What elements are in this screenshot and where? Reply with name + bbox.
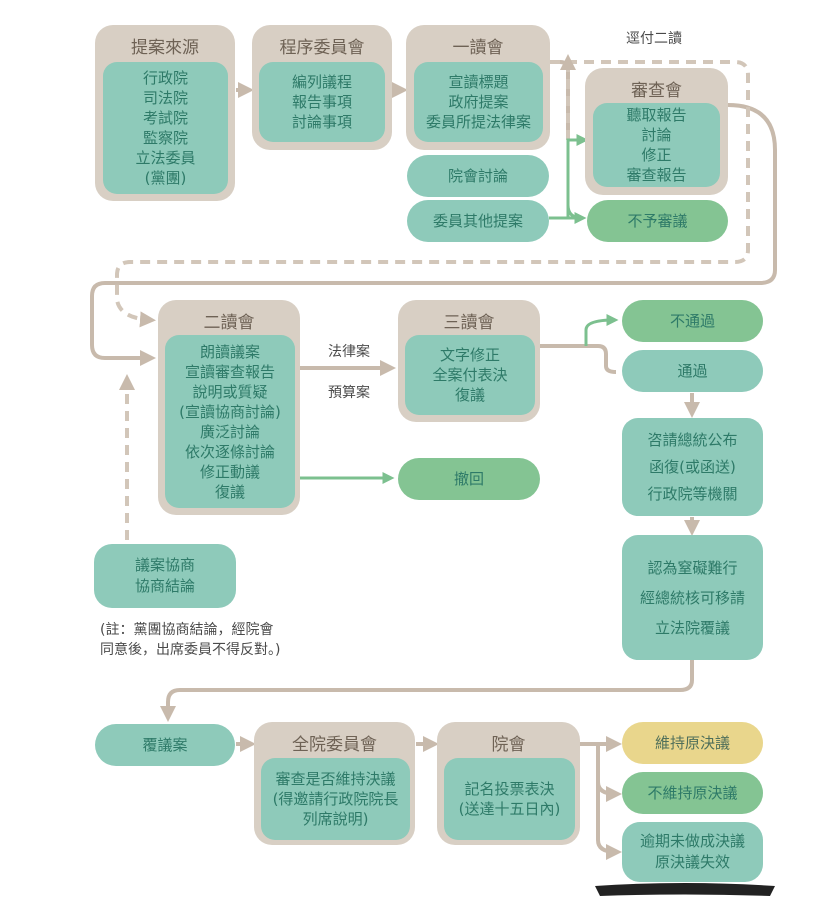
first-reading-box: 一讀會 宣讀標題政府提案委員所提法律案	[406, 25, 550, 150]
expired-box: 逾期未做成決議原決議失效	[622, 822, 763, 882]
note-line: (註：黨團協商結論，經院會	[100, 622, 274, 638]
source-item: 監察院	[142, 129, 188, 147]
expired-line: 逾期未做成決議	[639, 832, 745, 850]
second-reading-list: 朗讀議案宣讀審查報告說明或質疑(宣讀協商討論)廣泛討論依次逐條討論修正動議復議	[165, 335, 295, 508]
second-reading-item: 依次逐條討論	[184, 442, 275, 461]
plenary-box: 院會 記名投票表決 (送達十五日內)	[437, 722, 580, 845]
source-item: 考試院	[142, 109, 188, 127]
first-reading-list: 宣讀標題政府提案委員所提法律案	[414, 62, 543, 142]
maintain: 維持原決議	[622, 722, 763, 764]
third-reading-item: 復議	[454, 386, 485, 404]
committee-item: 審查是否維持決議	[275, 770, 396, 788]
reconsideration: 覆議案	[95, 724, 235, 766]
reconsider-line: 立法院覆議	[654, 618, 730, 637]
review-title: 審查會	[631, 81, 682, 101]
second-reading-title: 二讀會	[203, 313, 255, 333]
second-reading-item: 朗讀議案	[199, 342, 260, 361]
procedure-title: 程序委員會	[279, 38, 365, 58]
second-reading-item: 宣讀審查報告	[184, 362, 275, 381]
review-item: 討論	[641, 126, 672, 144]
procedure-item: 編列議程	[291, 73, 352, 91]
committee-item: 列席說明)	[302, 810, 369, 828]
procedure-item: 討論事項	[291, 113, 352, 131]
plenary-item: 記名投票表決	[464, 780, 555, 798]
committee-whole-title: 全院委員會	[292, 735, 377, 755]
first-reading-item: 委員所提法律案	[425, 113, 531, 131]
plenary-list: 記名投票表決 (送達十五日內)	[444, 758, 575, 840]
note: (註：黨團協商結論，經院會同意後，出席委員不得反對。)	[100, 620, 280, 660]
note-line: 同意後，出席委員不得反對。)	[100, 642, 281, 658]
dashed-direct-second	[115, 60, 750, 328]
expired-line: 原決議失效	[654, 853, 730, 871]
second-reading-item: 復議	[214, 482, 245, 501]
source-title: 提案來源	[131, 38, 199, 58]
second-reading-item: 廣泛討論	[199, 422, 260, 441]
procedure-list: 編列議程報告事項討論事項	[259, 62, 385, 142]
promulgate-line: 咨請總統公布	[647, 430, 738, 449]
law-label: 法律案	[328, 344, 370, 360]
rejected: 不通過	[622, 300, 763, 342]
negotiation-line: 協商結論	[134, 577, 195, 595]
committee-whole-list: 審查是否維持決議 (得邀請行政院院長列席說明)	[261, 758, 410, 840]
third-reading-item: 文字修正	[439, 346, 500, 364]
promulgate-box: 咨請總統公布函復(或函送) 行政院等機關	[622, 418, 763, 516]
shadow-bar	[595, 883, 775, 896]
passed: 通過	[622, 350, 763, 392]
other-motions: 委員其他提案	[407, 200, 549, 242]
review-list: 聽取報告討論修正審查報告	[593, 103, 720, 187]
plenary-item: (送達十五日內)	[458, 800, 561, 818]
budget-label: 預算案	[328, 385, 370, 401]
negotiation-line: 議案協商	[134, 556, 195, 574]
source-list: 行政院司法院考試院監察院立法委員 (黨團)	[103, 62, 228, 194]
third-reading-box: 三讀會 文字修正全案付表決復議	[398, 300, 540, 422]
third-reading-title: 三讀會	[443, 313, 495, 333]
first-reading-title: 一讀會	[452, 38, 504, 58]
plenary-discussion: 院會討論	[407, 155, 549, 197]
second-reading-box: 二讀會 朗讀議案宣讀審查報告說明或質疑(宣讀協商討論)廣泛討論依次逐條討論修正動…	[158, 300, 300, 515]
committee-whole-box: 全院委員會 審查是否維持決議 (得邀請行政院院長列席說明)	[254, 722, 415, 845]
second-reading-item: 修正動議	[199, 462, 260, 481]
no-review: 不予審議	[587, 200, 728, 242]
reconsider-line: 經總統核可移請	[639, 588, 745, 607]
second-reading-item: (宣讀協商討論)	[179, 402, 281, 421]
source-item: 司法院	[142, 89, 188, 107]
plenary-title: 院會	[491, 735, 526, 755]
direct-second-label: 逕付二讀	[626, 31, 682, 47]
procedure-item: 報告事項	[291, 93, 352, 111]
review-item: 審查報告	[626, 166, 687, 184]
third-reading-list: 文字修正全案付表決復議	[405, 335, 535, 415]
negotiation-box: 議案協商協商結論	[94, 544, 236, 608]
withdraw: 撤回	[398, 458, 540, 500]
first-reading-item: 政府提案	[448, 93, 509, 111]
first-reading-item: 宣讀標題	[448, 73, 509, 91]
third-reading-item: 全案付表決	[432, 366, 508, 384]
promulgate-line: 行政院等機關	[647, 484, 738, 503]
not-maintain: 不維持原決議	[622, 772, 763, 814]
review-item: 聽取報告	[626, 106, 687, 124]
reconsider-line: 認為窒礙難行	[647, 558, 738, 577]
review-box: 審查會 聽取報告討論修正審查報告	[585, 68, 728, 195]
source-item: 立法委員	[135, 149, 196, 167]
committee-item: (得邀請行政院院長	[272, 790, 399, 808]
reconsider-request-box: 認為窒礙難行經總統核可移請立法院覆議	[622, 535, 763, 660]
source-item: 行政院	[142, 69, 188, 87]
procedure-box: 程序委員會 編列議程報告事項討論事項	[252, 25, 392, 150]
source-box: 提案來源 行政院司法院考試院監察院立法委員 (黨團)	[95, 25, 235, 201]
source-item: (黨團)	[144, 169, 187, 187]
promulgate-line: 函復(或函送)	[649, 457, 736, 476]
second-reading-item: 說明或質疑	[192, 382, 268, 401]
review-item: 修正	[641, 146, 672, 164]
